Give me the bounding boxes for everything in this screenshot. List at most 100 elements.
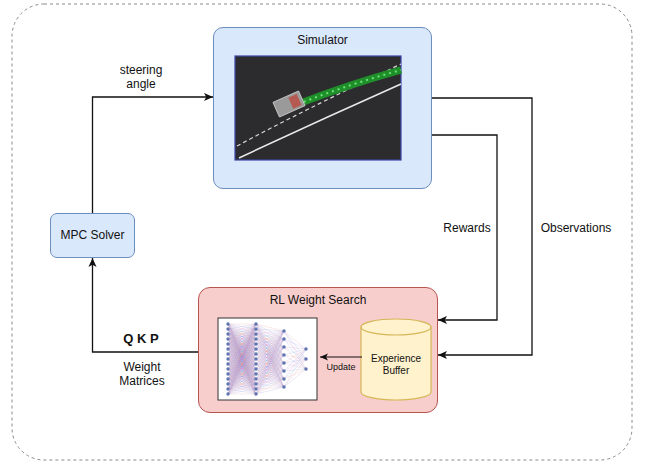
network-link [256, 339, 284, 389]
network-link [228, 354, 256, 379]
network-link [256, 379, 284, 387]
network-link [256, 349, 284, 387]
network-link [256, 364, 284, 371]
network-link [228, 369, 256, 374]
network-link [256, 334, 284, 387]
network-link [284, 349, 306, 371]
network-link [228, 349, 256, 369]
network-link [228, 344, 256, 379]
network-link [228, 339, 256, 359]
network-link [256, 331, 284, 374]
network-link [256, 329, 284, 371]
network-link [256, 363, 284, 384]
network-link [256, 324, 284, 371]
network-link [228, 374, 256, 379]
search-group: RL Weight SearchExperience Buffer [198, 287, 438, 413]
network-link [228, 329, 256, 369]
network-link [256, 355, 284, 389]
network-neuron [254, 377, 257, 380]
network-link [256, 339, 284, 359]
network-link [256, 384, 284, 387]
network-neuron [304, 347, 307, 350]
network-link [256, 331, 284, 349]
network-link [256, 344, 284, 355]
network-link [228, 329, 256, 354]
network-link [228, 354, 256, 359]
network-link [228, 329, 256, 354]
network-link [228, 359, 256, 364]
network-link [228, 349, 256, 374]
network-link [228, 324, 256, 369]
network-link [284, 339, 306, 349]
network-link [228, 329, 256, 389]
edge-label: Rewards [443, 221, 490, 235]
network-link [284, 339, 306, 369]
network-link [256, 371, 284, 374]
edge-label-holder: Q K P [110, 331, 172, 347]
network-link [256, 334, 284, 347]
network-link [228, 324, 256, 384]
network-link [256, 329, 284, 339]
road-edge [239, 84, 401, 158]
network-link [228, 334, 256, 349]
network-link [228, 334, 256, 349]
network-link [284, 369, 306, 371]
network-link [256, 369, 284, 371]
network-link [228, 339, 256, 384]
network-link [256, 339, 284, 363]
network-link [228, 374, 256, 379]
network-link [228, 324, 256, 359]
network-link [256, 364, 284, 379]
network-link [228, 354, 256, 384]
network-link [256, 379, 284, 394]
network-link [256, 324, 284, 355]
network-link [228, 339, 256, 354]
network-link [228, 359, 256, 384]
annotation-label: Update [326, 362, 355, 373]
network-link [228, 344, 256, 359]
network-link [256, 354, 284, 363]
network-link [284, 355, 306, 369]
network-neuron [226, 372, 229, 375]
box-title: Simulator [297, 33, 348, 47]
network-link [228, 329, 256, 349]
box-label: Experience Buffer [363, 353, 429, 377]
network-link [256, 355, 284, 379]
network-link [284, 349, 306, 355]
network-link [256, 359, 284, 371]
network-link [228, 329, 256, 369]
network-link [228, 344, 256, 384]
network-link [228, 334, 256, 359]
network-link [228, 359, 256, 360]
network-link [228, 384, 256, 389]
network-link [256, 349, 284, 355]
network-link [228, 329, 256, 364]
network-link [256, 363, 284, 389]
network-link [256, 339, 284, 354]
network-link [228, 379, 256, 389]
network-neuron [226, 337, 229, 340]
network-link [228, 349, 256, 379]
cylinder-body [361, 319, 431, 400]
network-link [256, 339, 284, 344]
network-link [228, 329, 256, 349]
network-link [228, 379, 256, 384]
network-link [228, 369, 256, 384]
network-link [256, 347, 284, 349]
network-link [228, 384, 256, 394]
network-link [256, 355, 284, 359]
network-link [228, 364, 256, 379]
network-link [228, 364, 256, 374]
network-link [256, 329, 284, 355]
network-link [228, 354, 256, 384]
network-neuron [254, 327, 257, 330]
network-link [228, 324, 256, 374]
network-link [228, 349, 256, 384]
network-link [228, 369, 256, 370]
network-link [228, 344, 256, 354]
edge-label-holder: steering angle [110, 63, 172, 92]
network-link [256, 331, 284, 339]
network-link [256, 339, 284, 349]
network-link [228, 364, 256, 384]
network-link [228, 324, 256, 369]
